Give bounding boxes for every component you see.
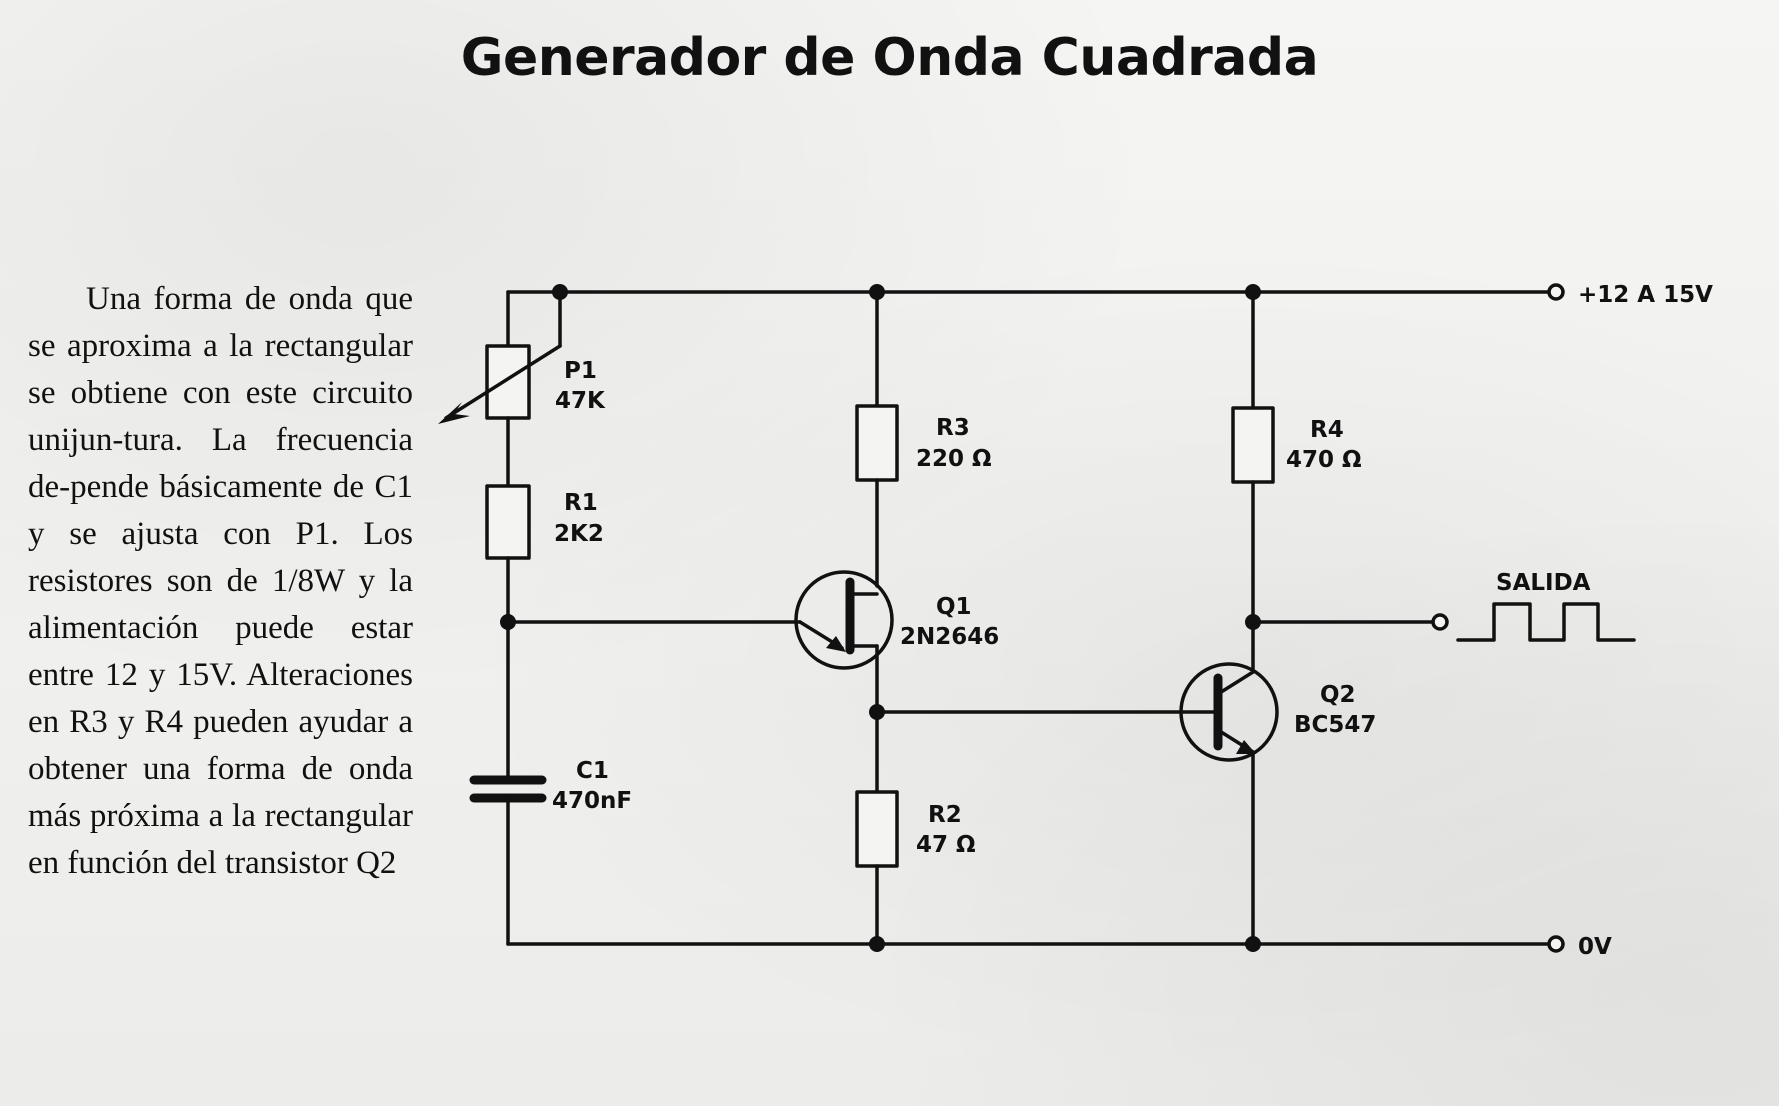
r4-name: R4 <box>1310 417 1344 443</box>
p1-name: P1 <box>564 358 597 384</box>
p1-value: 47K <box>555 388 606 414</box>
q2-collector-lead <box>1216 670 1255 696</box>
c1-name: C1 <box>576 758 609 784</box>
q2-emitter-arrow <box>1236 740 1256 754</box>
description-text: Una forma de onda que se aproxima a la r… <box>28 276 413 887</box>
junction-dot <box>869 704 885 720</box>
r3-value: 220 Ω <box>916 446 992 472</box>
c1-value: 470nF <box>552 788 632 814</box>
q2-body <box>1179 662 1279 762</box>
q1-value: 2N2646 <box>900 624 999 650</box>
r1-value: 2K2 <box>554 521 604 547</box>
r3-resistor <box>855 404 899 482</box>
junction-dot <box>1245 936 1261 952</box>
q2-value: BC547 <box>1294 712 1376 738</box>
output-label: SALIDA <box>1496 570 1591 596</box>
p1-arrow-head <box>438 402 470 424</box>
junction-dot <box>869 284 885 300</box>
ground-label: 0V <box>1578 934 1612 960</box>
junction-dot <box>869 936 885 952</box>
q2-name: Q2 <box>1320 682 1356 708</box>
supply-terminal <box>1547 283 1565 301</box>
r1-resistor <box>485 484 531 560</box>
p1-potentiometer <box>485 344 531 420</box>
q1-emitter-arrow <box>826 636 846 652</box>
r2-value: 47 Ω <box>916 832 976 858</box>
square-wave-symbol <box>1456 602 1636 642</box>
r2-resistor <box>855 790 899 868</box>
p1-wiper-arrow <box>444 344 562 420</box>
r2-name: R2 <box>928 802 962 828</box>
junction-dot <box>552 284 568 300</box>
q1-body <box>794 570 894 670</box>
junction-dot <box>1245 284 1261 300</box>
r1-name: R1 <box>564 490 598 516</box>
ground-terminal <box>1547 935 1565 953</box>
description-paragraph: Una forma de onda que se aproxima a la r… <box>28 281 413 881</box>
r4-resistor <box>1231 406 1275 484</box>
junction-dot <box>1245 614 1261 630</box>
supply-label: +12 A 15V <box>1578 282 1713 308</box>
r4-value: 470 Ω <box>1286 447 1362 473</box>
q1-name: Q1 <box>936 594 972 620</box>
page-title: Generador de Onda Cuadrada <box>460 28 1319 88</box>
output-terminal <box>1431 613 1449 631</box>
r3-name: R3 <box>936 415 970 441</box>
junction-dot <box>500 614 516 630</box>
